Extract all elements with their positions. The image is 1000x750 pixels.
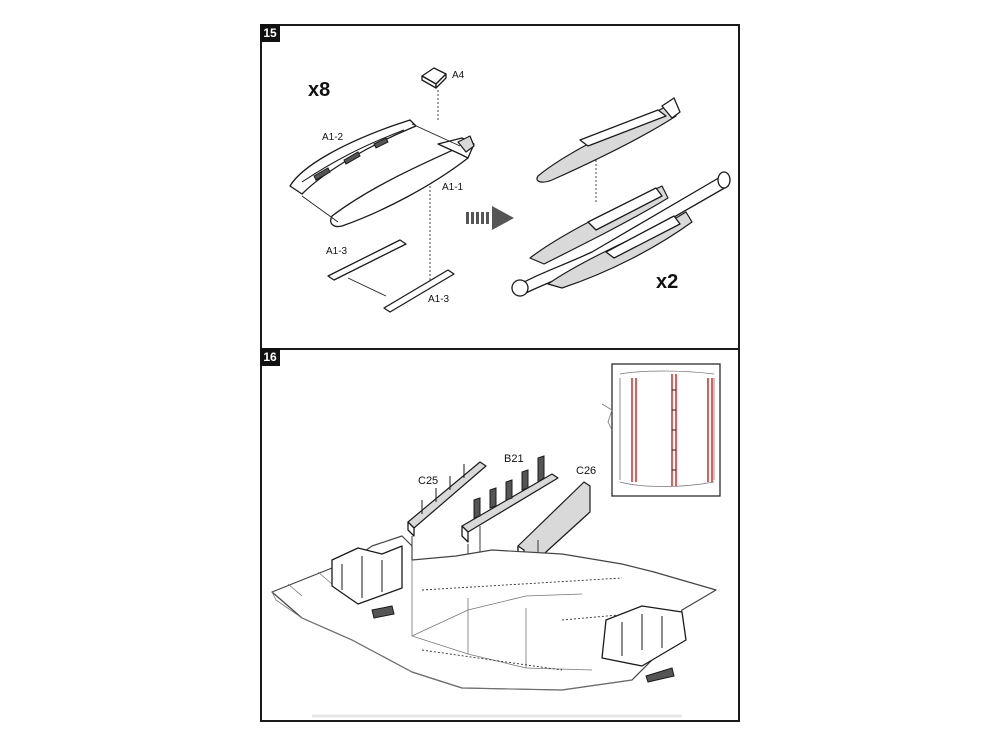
part-a4 xyxy=(421,67,447,89)
label-a1-3-bottom: A1-3 xyxy=(428,294,450,305)
detail-inset xyxy=(601,363,721,497)
step-16-number: 16 xyxy=(260,348,280,366)
hull-left-housing xyxy=(331,545,403,619)
step-15-number: 15 xyxy=(260,24,280,42)
part-b21 xyxy=(461,455,559,543)
label-c26: C26 xyxy=(576,465,596,477)
part-c25 xyxy=(407,461,487,537)
label-b21: B21 xyxy=(504,453,524,465)
label-a4: A4 xyxy=(452,70,465,81)
part-a1-1 xyxy=(330,135,475,228)
label-a1-1: A1-1 xyxy=(442,182,464,193)
part-a1-3-top xyxy=(327,239,407,281)
part-a1-2 xyxy=(289,119,417,195)
part-a1-3-bottom xyxy=(383,269,455,313)
hull-right-housing xyxy=(601,605,687,683)
multiplier-x2: x2 xyxy=(656,271,678,293)
multiplier-x8: x8 xyxy=(308,79,330,101)
assembled-pod-top xyxy=(536,97,681,183)
label-a1-3-top: A1-3 xyxy=(326,246,348,257)
label-c25: C25 xyxy=(418,475,438,487)
assembled-launcher-body xyxy=(511,171,731,297)
step-15-panel: 15 x8 A4 A1-2 A1-1 xyxy=(260,24,740,350)
striped-right-arrow-icon xyxy=(466,206,514,230)
label-a1-2: A1-2 xyxy=(322,132,344,143)
step-16-diagram: C25 B21 C26 xyxy=(271,363,721,718)
step-16-panel: 16 C25 B21 C26 xyxy=(260,348,740,722)
step-15-diagram: x8 A4 A1-2 A1-1 xyxy=(289,67,731,313)
